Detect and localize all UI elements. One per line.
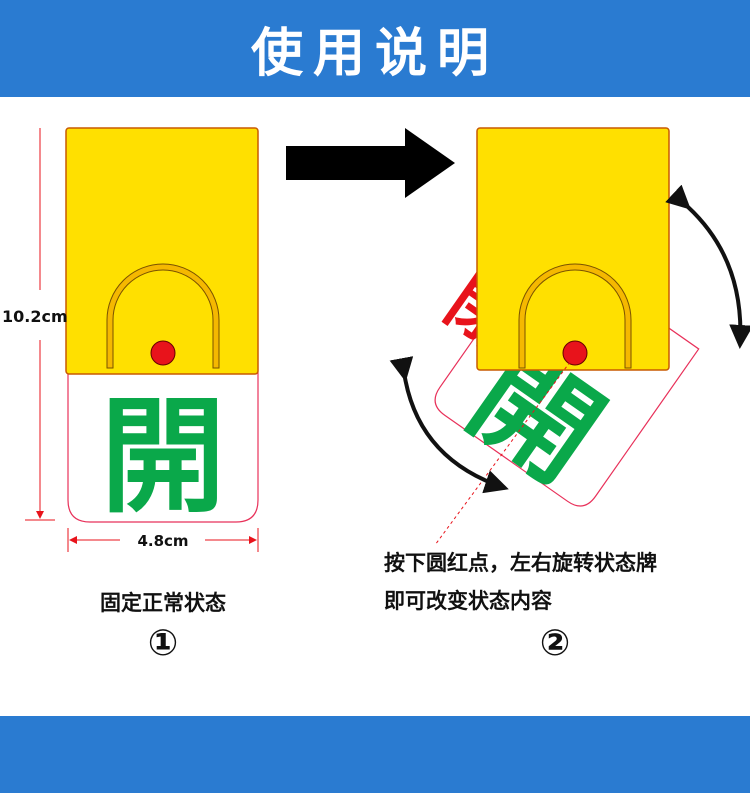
caption-fixed: 固定正常状态 [100,591,226,615]
width-label: 4.8cm [137,532,188,550]
step-1: ① [148,623,178,664]
yellow-holder-2 [476,127,670,371]
rotating-sign: 開 閉 [389,127,750,546]
width-dimension: 4.8cm [67,528,259,552]
rotate-arrow-icon [665,184,750,349]
page-title: 使用说明 [250,24,499,84]
footer-banner [0,716,750,793]
red-button-2 [562,340,588,366]
fixed-state-sign: 開 [65,127,259,530]
pointer-line [434,361,571,546]
height-dimension: 10.2cm [2,128,68,521]
open-char: 開 [101,385,226,530]
caption-line2: 即可改变状态内容 [384,589,552,613]
rotate-arrow-icon [389,356,509,494]
arch-slot [106,263,220,369]
white-card [67,371,259,523]
instruction-diagram: 開 10.2cm 4.8cm 固定正常状态 ① 開 閉 按下圆红点，左右旋转状态… [2,127,750,664]
height-label: 10.2cm [2,307,68,326]
red-button [150,340,176,366]
step-2: ② [540,623,570,664]
arrow-right-icon [286,128,455,198]
caption-line1: 按下圆红点，左右旋转状态牌 [384,551,657,575]
yellow-holder [65,127,259,375]
header-banner: 使用说明 [0,0,750,97]
